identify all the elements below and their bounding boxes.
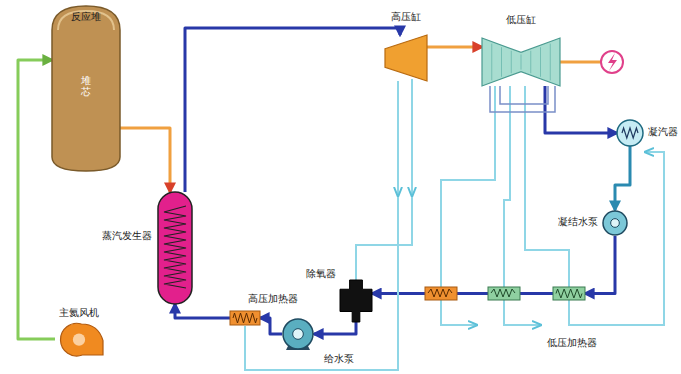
flow-arrow <box>411 170 413 195</box>
blower-hub <box>73 334 85 346</box>
shape-outline <box>482 38 560 86</box>
condenser-coil <box>622 128 638 138</box>
component-label: 高压缸 <box>391 11 421 23</box>
pump-casing <box>283 319 313 349</box>
pipe-connector <box>185 28 400 192</box>
generator-circle <box>601 51 623 73</box>
shape-outline <box>340 280 372 322</box>
lp-extraction-manifold <box>490 86 555 112</box>
blade-row <box>511 51 512 73</box>
component-label: 凝汽器 <box>648 126 678 138</box>
manifold-line <box>490 86 555 112</box>
pipe-connector <box>260 318 282 334</box>
lp-heater-symbol <box>425 287 457 300</box>
pump-eye <box>611 219 620 228</box>
lp-casing <box>482 38 560 86</box>
shape-outline <box>55 322 103 356</box>
extraction-pipe <box>245 81 398 370</box>
condenser: 凝汽器 <box>617 120 643 146</box>
feed-pump: 给水泵 <box>282 318 314 350</box>
pump-casing <box>603 211 627 235</box>
heater-coil <box>428 289 452 297</box>
condensate-pump: 凝结水泵 <box>602 210 628 236</box>
shape-outline <box>158 192 192 304</box>
pump-eye <box>293 329 304 340</box>
lightning-symbol <box>608 53 617 71</box>
component-label: 主氦风机 <box>59 307 99 319</box>
vessel-highlight <box>58 11 114 30</box>
component-label: 给水泵 <box>324 353 354 365</box>
component-label: 凝结水泵 <box>558 216 598 228</box>
extraction-pipe <box>441 86 495 287</box>
hp-casing <box>385 35 427 81</box>
pipe-connector <box>314 322 356 334</box>
blade-row <box>530 51 531 73</box>
helium-blower: 主氦风机 <box>55 322 103 356</box>
generator-symbol <box>560 51 623 73</box>
steam-generator: 蒸汽发生器 <box>158 192 192 304</box>
pipe-connector <box>372 292 553 295</box>
deaerator-body <box>340 280 372 322</box>
heater-coil <box>233 313 257 323</box>
component-label: 高压加热器 <box>248 293 298 305</box>
lp-turbine: 低压缸 <box>482 38 560 86</box>
hp-heater: 高压加热器 <box>230 311 260 325</box>
shape-outline <box>282 318 314 350</box>
extraction-pipe <box>356 79 412 280</box>
heater-coil <box>491 289 515 297</box>
component-label: 低压缸 <box>506 14 536 26</box>
component-label: 蒸汽发生器 <box>102 230 152 242</box>
manifold-line <box>500 86 548 104</box>
vessel-outline <box>52 6 120 171</box>
extraction-pipe <box>504 86 510 287</box>
drain-pipe <box>441 300 476 325</box>
shape-outline <box>230 311 260 325</box>
shaft-line <box>560 61 601 64</box>
extraction-pipe <box>525 86 569 287</box>
shape-outline <box>385 35 427 81</box>
pipe-connector <box>427 46 482 49</box>
blade-row <box>501 47 502 77</box>
pipe-connector <box>545 86 617 133</box>
condenser-shell <box>617 120 643 146</box>
component-label: 反应堆 <box>71 11 101 23</box>
blade-row <box>491 44 492 81</box>
pipe-connector <box>175 304 230 318</box>
reactor-vessel: 堆芯反应堆 <box>52 6 120 171</box>
shape-outline <box>553 287 585 300</box>
pipe-connector <box>585 236 615 294</box>
hp-turbine: 高压缸 <box>385 35 427 81</box>
lp-heater-symbol <box>488 287 520 300</box>
heater-coil <box>556 289 582 298</box>
sg-coil <box>164 206 186 288</box>
blade-row <box>550 44 551 81</box>
shape-outline <box>617 120 643 146</box>
shape-outline <box>602 210 628 236</box>
heater-body <box>425 287 457 300</box>
heater-body <box>488 287 520 300</box>
core-label: 堆芯 <box>81 75 91 97</box>
extraction-pipes <box>245 79 664 370</box>
pipe-connector <box>615 146 630 210</box>
lp-heater: 低压加热器 <box>553 287 585 300</box>
sg-shell <box>158 192 192 304</box>
blade-row <box>540 47 541 77</box>
blower-housing <box>60 323 103 356</box>
component-label: 低压加热器 <box>547 337 597 349</box>
heater-body <box>553 287 585 300</box>
pipe-connector <box>18 60 55 339</box>
blade-row <box>521 54 522 69</box>
flow-arrow <box>397 170 399 195</box>
heater-body <box>230 311 260 325</box>
component-label: 除氧器 <box>306 268 336 280</box>
deaerator: 除氧器 <box>340 280 372 322</box>
pipe-connector <box>120 128 170 192</box>
drain-pipe <box>504 300 540 325</box>
